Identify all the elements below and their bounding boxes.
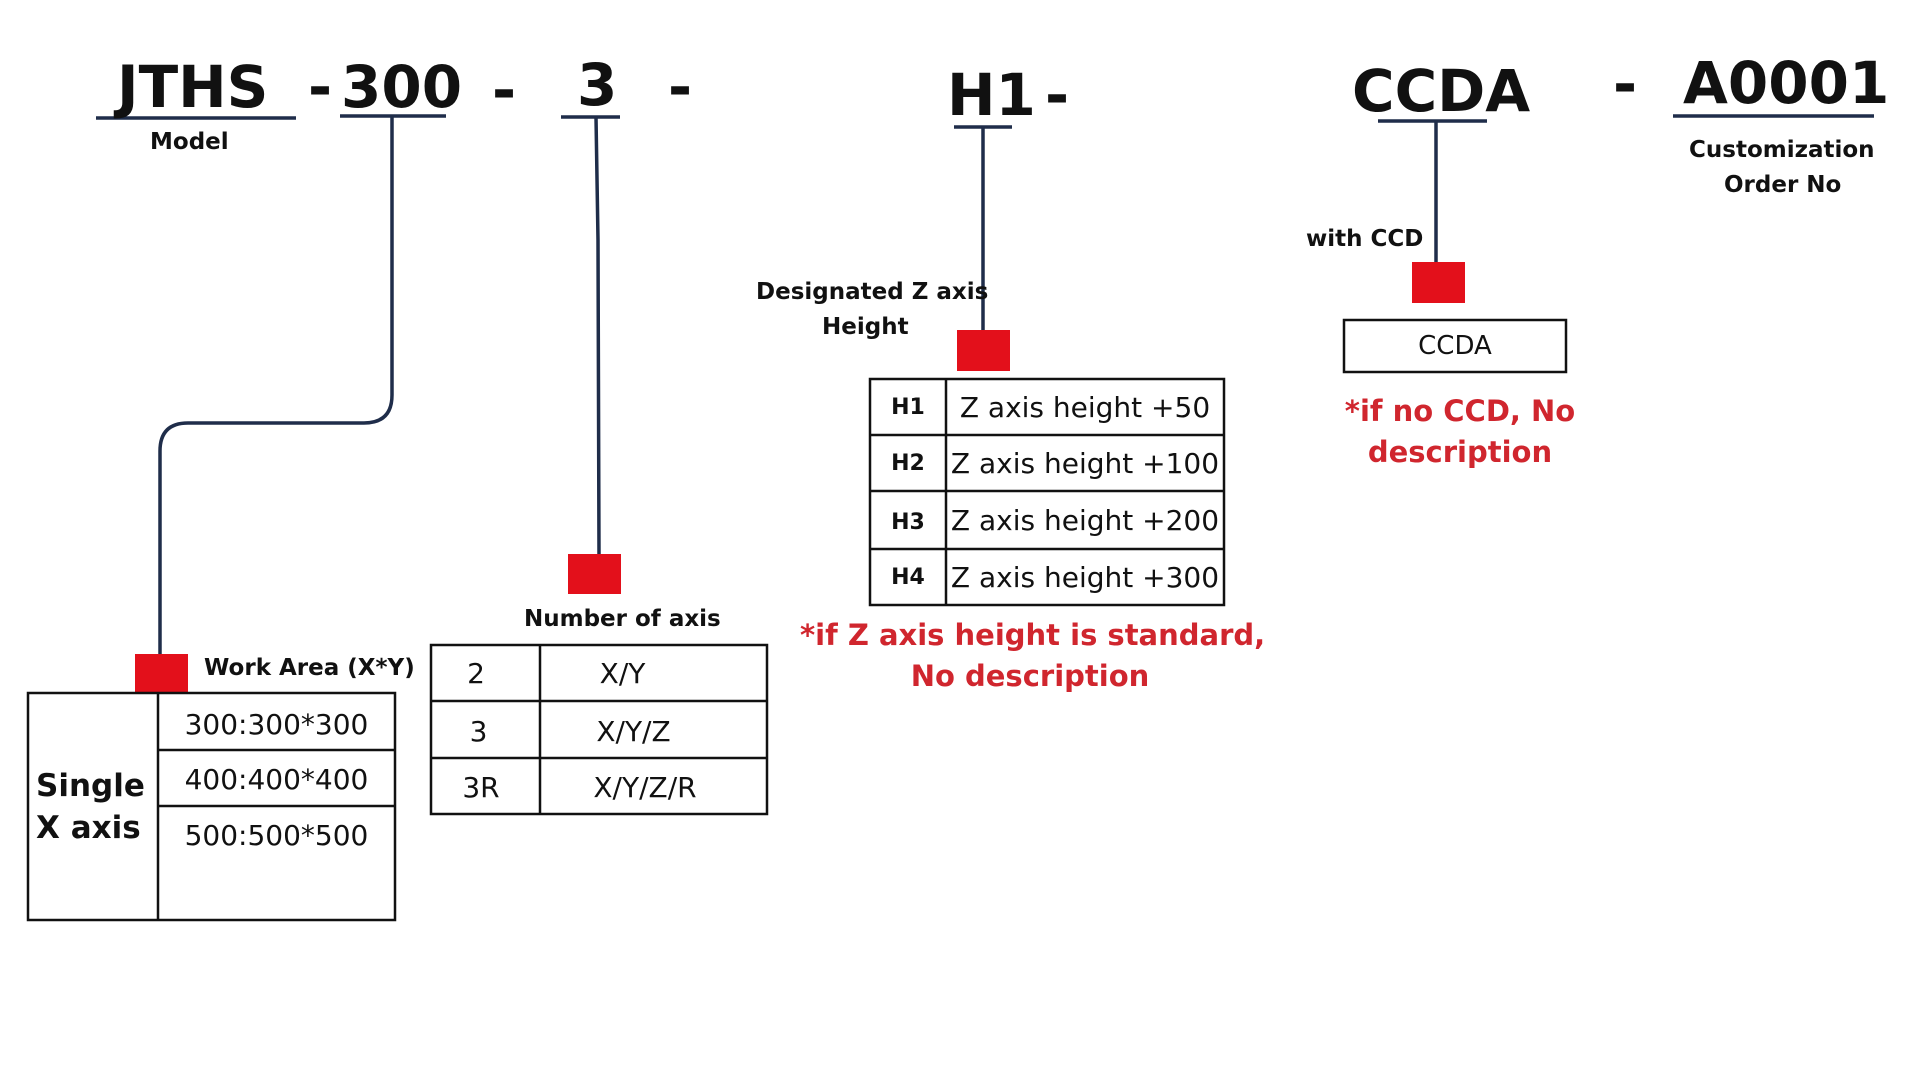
- marker-work-area: [135, 654, 188, 693]
- z-row-1-desc: Z axis height +50: [959, 390, 1211, 424]
- code-model: JTHS: [117, 53, 269, 121]
- label-with-ccd: with CCD: [1306, 226, 1424, 252]
- note-z-height-2: No description: [910, 659, 1150, 693]
- note-ccd-1: *if no CCD, No: [1344, 394, 1576, 428]
- code-separator-1: -: [308, 53, 333, 121]
- note-z-height-1: *if Z axis height is standard,: [800, 618, 1266, 652]
- axis-row-3-desc: X/Y/Z/R: [593, 770, 697, 804]
- z-row-3-code: H3: [891, 509, 925, 535]
- marker-ccd: [1412, 262, 1465, 303]
- code-ccd: CCDA: [1352, 57, 1531, 125]
- axis-row-1-code: 2: [467, 656, 485, 690]
- work-area-option-1: 300:300*300: [184, 707, 369, 741]
- z-row-4-code: H4: [891, 564, 925, 590]
- axis-table-borders: [429, 643, 769, 816]
- code-separator-3: -: [668, 53, 693, 121]
- label-z-axis-1: Designated Z axis: [756, 279, 989, 305]
- connector-work-area: [158, 116, 394, 655]
- label-number-of-axis: Number of axis: [524, 606, 721, 632]
- marker-axis: [568, 554, 621, 594]
- z-row-2-code: H2: [891, 450, 925, 476]
- label-customization-2: Order No: [1724, 172, 1842, 198]
- label-customization-1: Customization: [1689, 137, 1875, 163]
- work-area-group-label: Single X axis: [36, 767, 145, 846]
- code-separator-5: -: [1613, 50, 1638, 118]
- label-z-axis-2: Height: [822, 314, 909, 340]
- connector-axis: [594, 116, 601, 556]
- label-work-area: Work Area (X*Y): [204, 655, 415, 681]
- z-row-1-code: H1: [891, 394, 925, 420]
- work-area-table-borders: [26, 691, 397, 922]
- ccd-box-label: CCDA: [1418, 331, 1492, 361]
- axis-row-2-code: 3: [469, 715, 488, 748]
- label-model: Model: [150, 129, 229, 155]
- code-customization: A0001: [1683, 49, 1890, 117]
- z-row-3-desc: Z axis height +200: [950, 503, 1220, 537]
- marker-z-height: [957, 330, 1010, 371]
- z-row-4-desc: Z axis height +300: [950, 560, 1220, 594]
- code-separator-2: -: [492, 56, 517, 124]
- code-separator-4: -: [1045, 61, 1070, 129]
- work-area-option-3: 500:500*500: [184, 818, 369, 852]
- code-z-height: H1: [947, 61, 1036, 129]
- axis-row-2-desc: X/Y/Z: [596, 715, 671, 748]
- note-ccd-2: description: [1367, 435, 1553, 469]
- axis-row-1-desc: X/Y: [599, 656, 646, 690]
- z-table-borders: [868, 377, 1226, 607]
- axis-row-3-code: 3R: [462, 770, 500, 804]
- z-row-2-desc: Z axis height +100: [950, 446, 1220, 480]
- code-work-area: 300: [341, 53, 463, 121]
- code-axis: 3: [577, 51, 618, 119]
- work-area-option-2: 400:400*400: [184, 762, 369, 796]
- ccd-box-border: [1342, 318, 1568, 374]
